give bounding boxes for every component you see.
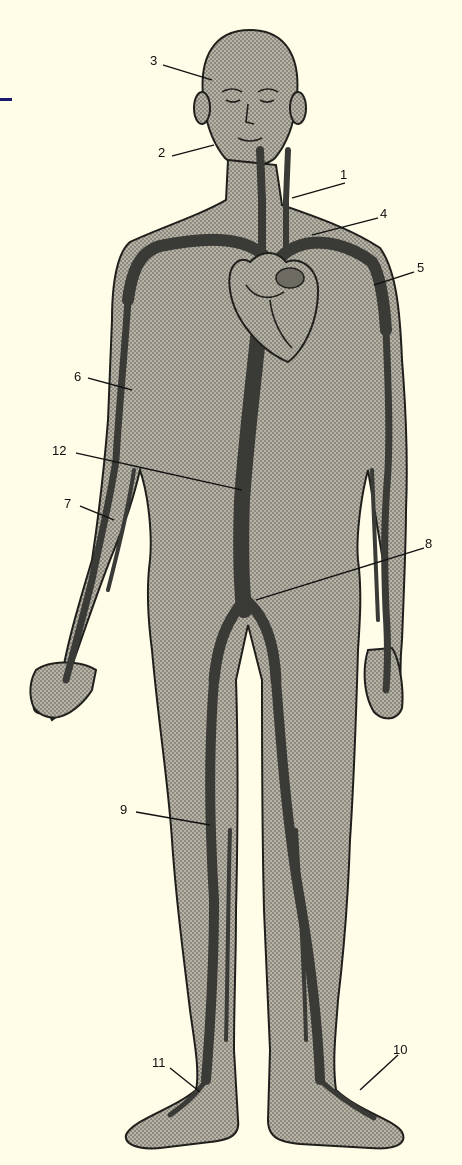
label-9: 9	[120, 803, 127, 816]
label-11: 11	[152, 1056, 166, 1069]
label-6: 6	[74, 370, 81, 383]
label-8: 8	[425, 537, 432, 550]
label-4: 4	[380, 207, 387, 220]
label-7: 7	[64, 497, 71, 510]
label-12: 12	[52, 444, 66, 457]
label-2: 2	[158, 146, 165, 159]
label-10: 10	[393, 1043, 407, 1056]
label-1: 1	[340, 168, 347, 181]
label-3: 3	[150, 54, 157, 67]
label-5: 5	[417, 261, 424, 274]
